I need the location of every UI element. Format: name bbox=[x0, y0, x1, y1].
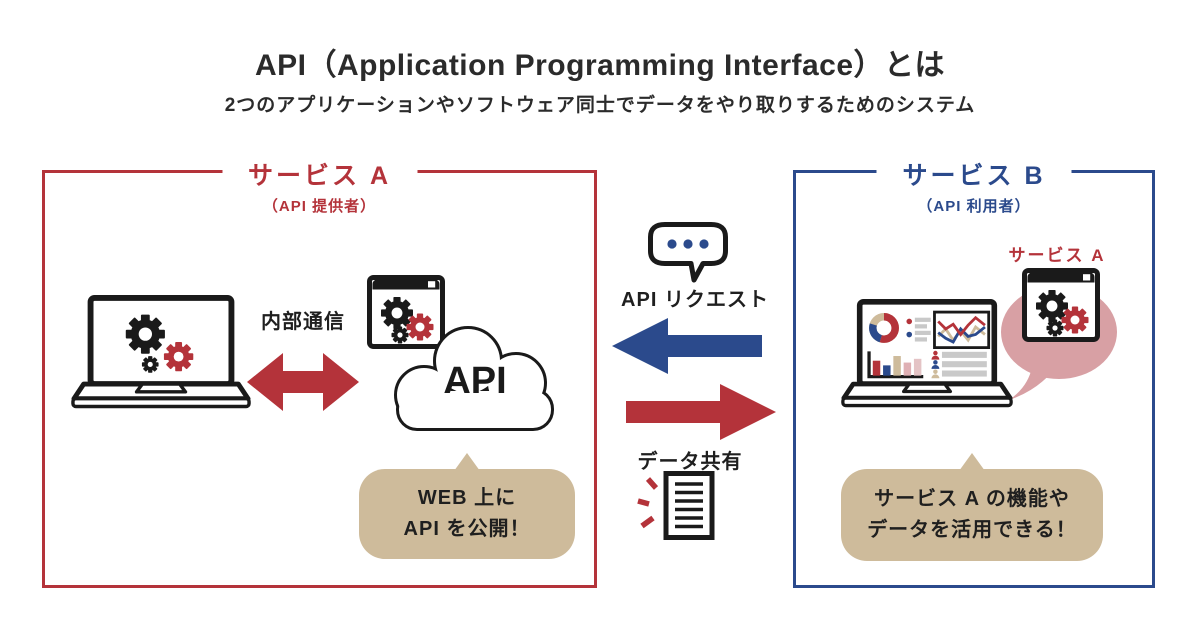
service-b-note-line1: サービス A の機能や bbox=[874, 488, 1070, 510]
service-a-note-line2: API を公開！ bbox=[403, 518, 531, 540]
donut-chart-icon bbox=[869, 313, 899, 343]
service-b-panel: サービス B （API 利用者） サービス A bbox=[793, 156, 1155, 588]
api-cloud-label: API bbox=[443, 360, 506, 402]
api-cloud-icon: API bbox=[394, 326, 554, 431]
service-b-note-bubble: サービス A の機能や データを活用できる！ bbox=[841, 469, 1103, 561]
chat-dots-icon bbox=[648, 222, 728, 283]
page-title: API（Application Programming Interface）とは bbox=[254, 49, 946, 82]
line-chart-icon bbox=[933, 310, 991, 350]
user-list-icon bbox=[931, 350, 987, 379]
service-a-note-bubble: WEB 上に API を公開！ bbox=[359, 469, 575, 559]
service-a-app-window-icon bbox=[1022, 268, 1100, 342]
laptop-gears-icon bbox=[71, 295, 251, 412]
service-a-label: サービス A （API 提供者） bbox=[221, 156, 418, 216]
service-a-role: （API 提供者） bbox=[262, 198, 377, 215]
service-b-note-line2: データを活用できる！ bbox=[867, 519, 1077, 541]
service-a-panel: サービス A （API 提供者） 内部通信 bbox=[42, 156, 597, 588]
bar-chart-icon bbox=[867, 351, 924, 379]
service-b-label: サービス B （API 利用者） bbox=[876, 156, 1072, 216]
internal-comm-label: 内部通信 bbox=[261, 311, 345, 333]
document-icon bbox=[637, 471, 715, 540]
service-a-tag: サービス A bbox=[1008, 246, 1106, 265]
page-subtitle: 2つのアプリケーションやソフトウェア同士でデータをやり取りするためのシステム bbox=[224, 95, 976, 116]
data-share-arrow-icon bbox=[626, 384, 776, 440]
data-share-label: データ共有 bbox=[637, 451, 743, 473]
api-request-label: API リクエスト bbox=[621, 289, 769, 311]
service-a-note-line1: WEB 上に bbox=[417, 487, 517, 509]
service-a-title: サービス A bbox=[247, 162, 392, 190]
internal-comm-arrow-icon bbox=[247, 353, 359, 411]
api-request-arrow-icon bbox=[612, 318, 762, 374]
laptop-dashboard-icon bbox=[841, 299, 1013, 411]
service-b-role: （API 利用者） bbox=[917, 198, 1031, 215]
service-b-title: サービス B bbox=[902, 162, 1046, 190]
legend-list-icon bbox=[906, 317, 931, 342]
